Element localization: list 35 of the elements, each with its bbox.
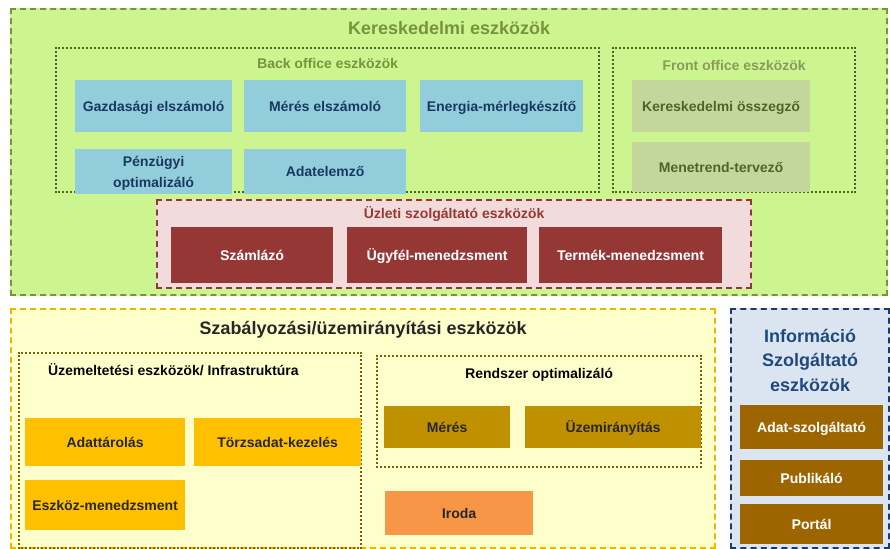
group-panel (730, 308, 890, 549)
tool-block: Pénzügyi optimalizáló (75, 149, 232, 194)
group-title: Üzemeltetési eszközök/ Infrastruktúra (48, 361, 300, 380)
tool-block: Mérés (384, 406, 510, 448)
group-title: Front office eszközök (661, 57, 807, 73)
tool-block: Adattárolás (25, 418, 185, 466)
group-title: Információ Szolgáltató eszközök (760, 325, 859, 397)
group-panel (10, 8, 888, 296)
tool-block: Kereskedelmi összegző (632, 80, 810, 132)
tool-block: Menetrend-tervező (632, 142, 810, 192)
tool-block: Portál (740, 504, 883, 544)
tool-block: Mérés elszámoló (244, 80, 406, 132)
group-panel (156, 199, 752, 289)
tool-block: Adatelemző (244, 149, 406, 194)
tool-block: Ügyfél-menedzsment (347, 227, 527, 283)
group-panel (18, 352, 362, 549)
tool-block: Eszköz-menedzsment (25, 480, 185, 530)
group-panel (612, 47, 856, 193)
group-title: Rendszer optimalizáló (464, 365, 614, 381)
group-title: Üzleti szolgáltató eszközök (362, 205, 546, 221)
tool-block: Publikáló (740, 460, 883, 496)
tool-block: Üzemirányítás (525, 406, 701, 448)
group-title: Kereskedelmi eszközök (346, 18, 552, 39)
group-title: Back office eszközök (256, 55, 399, 71)
tool-block: Számlázó (171, 227, 333, 283)
tool-block: Iroda (385, 491, 533, 535)
group-panel (55, 47, 600, 193)
tool-block: Adat-szolgáltató (740, 405, 883, 449)
group-title: Szabályozási/üzemirányítási eszközök (198, 318, 528, 339)
tool-block: Energia-mérlegkészítő (420, 80, 583, 132)
tool-block: Gazdasági elszámoló (75, 80, 232, 132)
tool-block: Termék-menedzsment (539, 227, 722, 283)
group-panel (10, 308, 716, 549)
tool-block: Törzsadat-kezelés (194, 418, 361, 466)
group-panel (376, 355, 702, 468)
